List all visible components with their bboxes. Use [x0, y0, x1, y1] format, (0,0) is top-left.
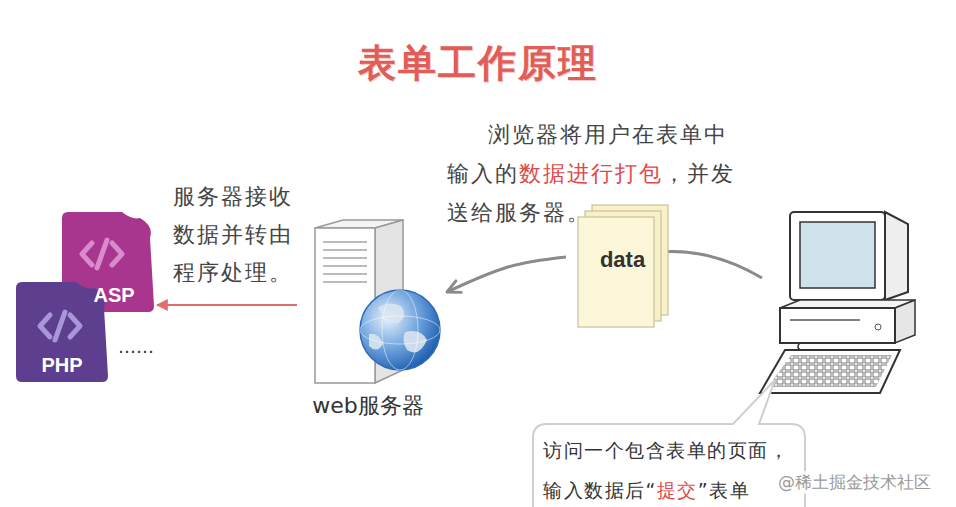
- vent-slot: [323, 281, 367, 283]
- tower-front: [315, 228, 375, 383]
- node-label: ”表单: [698, 479, 750, 501]
- case-top: [780, 300, 915, 308]
- description-text: 服务器接收数据并转由程序处理。: [173, 184, 293, 285]
- send-arc: [660, 252, 762, 278]
- file-shape: [16, 282, 108, 382]
- monitor-frame: [790, 212, 885, 300]
- globe-meridian: [382, 290, 418, 370]
- vent-slot: [323, 265, 367, 267]
- vent-slot: [323, 249, 367, 251]
- watermark: @稀土掘金技术社区: [778, 472, 931, 492]
- drive-slot: [790, 319, 860, 321]
- description-text-box: 服务器接收数据并转由程序处理。: [173, 178, 299, 292]
- code-symbol: [40, 312, 80, 340]
- paper-sheet: [578, 217, 654, 327]
- power-button: [875, 324, 881, 330]
- highlight-text: 提交: [657, 479, 698, 501]
- globe-parallel: [360, 316, 440, 344]
- vent-slot: [323, 241, 367, 243]
- node-label: ASP: [93, 284, 134, 307]
- title: 表单工作原理: [0, 38, 956, 89]
- vent-slot: [323, 273, 367, 275]
- web-server: web服务器: [293, 220, 443, 425]
- code-symbol: [82, 240, 122, 268]
- watermark-box: @稀土掘金技术社区: [778, 471, 931, 494]
- bubble-outline: [533, 380, 805, 507]
- description-text-box: 浏览器将用户在表单中输入的数据进行打包，并发送给服务器。: [447, 115, 739, 232]
- ellipsis-box: ……: [118, 336, 154, 357]
- globe: [360, 290, 440, 370]
- callout-bubble: 访问一个包含表单的页面，输入数据后“提交”表单: [533, 424, 805, 507]
- send-arrow: [447, 257, 566, 292]
- vent-slot: [323, 257, 367, 259]
- monitor-side: [885, 212, 908, 300]
- monitor-screen: [800, 222, 875, 288]
- case-side: [895, 300, 915, 343]
- highlight-text: 数据进行打包: [519, 161, 663, 186]
- node-label: web服务器: [312, 391, 424, 421]
- forward-arrow: [157, 304, 297, 306]
- node-label: PHP: [41, 354, 82, 377]
- keyboard-keys: [768, 355, 892, 387]
- case-front: [780, 308, 895, 343]
- keyboard: [760, 350, 900, 393]
- node-label: data: [600, 247, 645, 273]
- ellipsis: ……: [118, 336, 154, 357]
